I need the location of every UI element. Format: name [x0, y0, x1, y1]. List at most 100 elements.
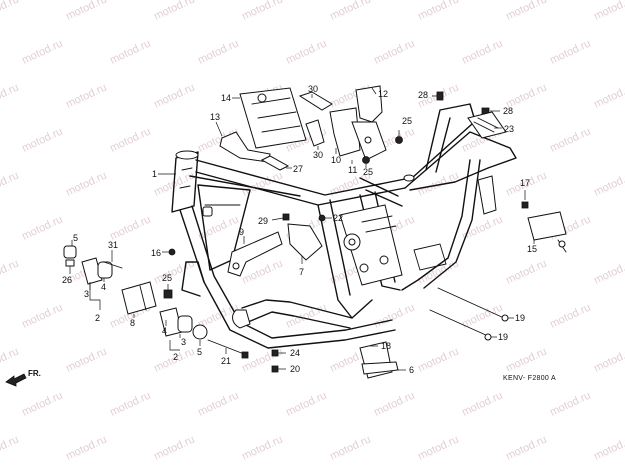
watermark-text: motod.ru [152, 81, 196, 110]
svg-text:6: 6 [409, 365, 414, 375]
callout-2-right: 2 [169, 340, 180, 362]
watermark-text: motod.ru [0, 169, 21, 198]
watermark-text: motod.ru [328, 0, 372, 23]
callout-25-top: 25 [398, 116, 412, 136]
callout-30-mid: 30 [313, 146, 323, 160]
callout-21: 21 [221, 348, 231, 366]
callout-5-right: 5 [197, 340, 202, 357]
callout-14: 14 [221, 93, 240, 103]
callout-16: 16 [151, 248, 170, 258]
watermark-text: motod.ru [20, 389, 64, 418]
watermark-text: motod.ru [64, 345, 108, 374]
svg-text:21: 21 [221, 356, 231, 366]
watermark-text: motod.ru [0, 0, 21, 23]
watermark-text: motod.ru [416, 0, 460, 23]
callout-26: 26 [62, 266, 72, 285]
watermark-text: motod.ru [284, 37, 328, 66]
watermark-text: motod.ru [504, 0, 548, 23]
svg-text:3: 3 [84, 289, 89, 299]
watermark-text: motod.ru [0, 345, 21, 374]
svg-text:9: 9 [239, 227, 244, 237]
frame-parts [63, 85, 567, 379]
callout-10: 10 [331, 148, 341, 165]
watermark-text: motod.ru [592, 169, 625, 198]
watermark-text: motod.ru [0, 81, 21, 110]
watermark-text: motod.ru [196, 389, 240, 418]
watermark-text: motod.ru [416, 345, 460, 374]
callout-23: 23 [494, 124, 514, 134]
svg-text:8: 8 [130, 318, 135, 328]
svg-text:14: 14 [221, 93, 231, 103]
svg-text:30: 30 [308, 84, 318, 94]
watermark-text: motod.ru [0, 433, 21, 462]
svg-text:26: 26 [62, 275, 72, 285]
callout-20: 20 [278, 364, 300, 374]
frame-drawing [171, 103, 517, 349]
callout-24: 24 [278, 348, 300, 358]
svg-text:7: 7 [299, 267, 304, 277]
watermark-text: motod.ru [592, 345, 625, 374]
callout-15: 15 [527, 240, 537, 254]
svg-text:31: 31 [108, 240, 118, 250]
callout-22: 22 [325, 213, 343, 223]
svg-text:3: 3 [181, 337, 186, 347]
callout-8: 8 [130, 314, 135, 328]
watermark-text: motod.ru [460, 213, 504, 242]
svg-text:27: 27 [293, 164, 303, 174]
callout-19-upper: 19 [508, 313, 525, 323]
callout-7: 7 [299, 256, 304, 277]
svg-text:25: 25 [363, 167, 373, 177]
watermark-text: motod.ru [152, 433, 196, 462]
callout-27: 27 [286, 164, 303, 174]
callout-5-left: 5 [71, 233, 78, 246]
watermark-text: motod.ru [504, 345, 548, 374]
callout-4-left: 4 [101, 278, 106, 292]
front-arrow-icon [5, 373, 27, 387]
svg-text:2: 2 [173, 352, 178, 362]
watermark-text: motod.ru [108, 213, 152, 242]
watermark-text: motod.ru [108, 125, 152, 154]
svg-text:17: 17 [520, 178, 530, 188]
callout-17: 17 [520, 178, 530, 200]
callout-18: 18 [370, 341, 391, 351]
svg-text:22: 22 [333, 213, 343, 223]
watermark-text: motod.ru [460, 389, 504, 418]
watermark-text: motod.ru [548, 125, 592, 154]
watermark-text: motod.ru [416, 433, 460, 462]
diagram-reference-code: KENV- F2800 A [503, 375, 556, 382]
watermark-text: motod.ru [64, 433, 108, 462]
front-direction-label: FR. [28, 369, 41, 378]
watermark-text: motod.ru [108, 389, 152, 418]
callout-9: 9 [239, 227, 245, 244]
svg-text:5: 5 [73, 233, 78, 243]
watermark-text: motod.ru [504, 433, 548, 462]
watermark-text: motod.ru [240, 0, 284, 23]
watermark-text: motod.ru [548, 301, 592, 330]
svg-text:11: 11 [348, 165, 357, 175]
svg-text:13: 13 [210, 112, 220, 122]
svg-text:4: 4 [162, 326, 167, 336]
callout-29: 29 [258, 216, 284, 226]
svg-text:5: 5 [197, 347, 202, 357]
callout-layer: 1 2 2 3 3 4 4 5 [62, 84, 537, 375]
watermark-text: motod.ru [592, 433, 625, 462]
watermark-text: motod.ru [284, 389, 328, 418]
front-direction-indicator: FR. [5, 369, 41, 387]
callout-2-left: 2 [89, 282, 101, 323]
svg-text:19: 19 [515, 313, 525, 323]
svg-text:28: 28 [503, 106, 513, 116]
callout-6: 6 [396, 365, 414, 375]
svg-text:25: 25 [162, 273, 172, 283]
watermark-text: motod.ru [548, 389, 592, 418]
svg-text:23: 23 [504, 124, 514, 134]
watermark-text: motod.ru [592, 81, 625, 110]
watermark-text: motod.ru [64, 81, 108, 110]
svg-text:12: 12 [378, 89, 388, 99]
svg-text:19: 19 [498, 332, 508, 342]
watermark-text: motod.ru [196, 37, 240, 66]
watermark-text: motod.ru [20, 37, 64, 66]
svg-text:30: 30 [313, 150, 323, 160]
callout-19-lower: 19 [491, 332, 508, 342]
watermark-text: motod.ru [152, 0, 196, 23]
